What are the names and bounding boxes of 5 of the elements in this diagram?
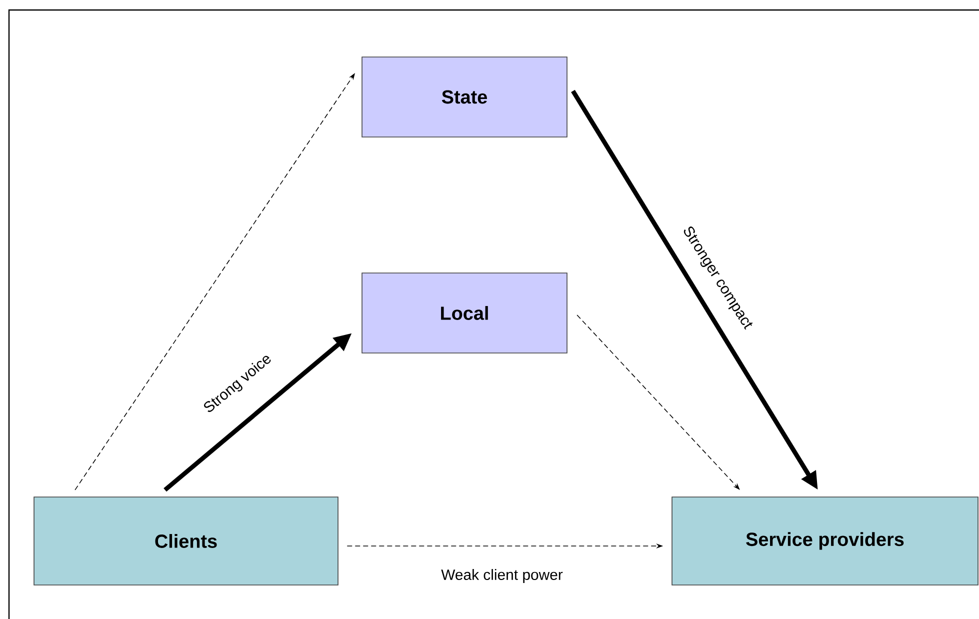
edge-label: Weak client power	[441, 569, 563, 583]
box: Clients	[34, 496, 338, 586]
box: State	[362, 56, 568, 138]
box: Local	[362, 272, 568, 354]
box: Service providers	[672, 496, 978, 586]
